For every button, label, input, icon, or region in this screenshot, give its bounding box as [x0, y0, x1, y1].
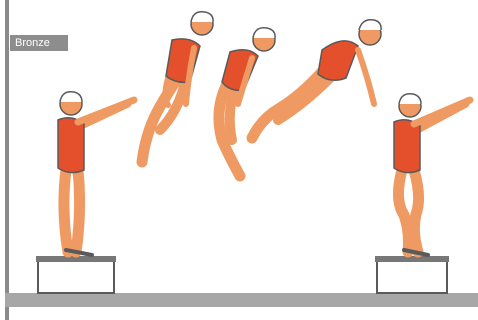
- figure-stretch-in-air: [219, 28, 275, 176]
- figure-landed: [394, 94, 470, 255]
- level-badge-bronze: Bronze: [10, 35, 68, 51]
- landing-box: [375, 256, 449, 293]
- figure-standing-start: [58, 92, 134, 255]
- take-off-box: [36, 256, 116, 293]
- floor: [5, 293, 478, 307]
- figure-jump-rising: [142, 12, 213, 162]
- left-wall: [5, 0, 9, 320]
